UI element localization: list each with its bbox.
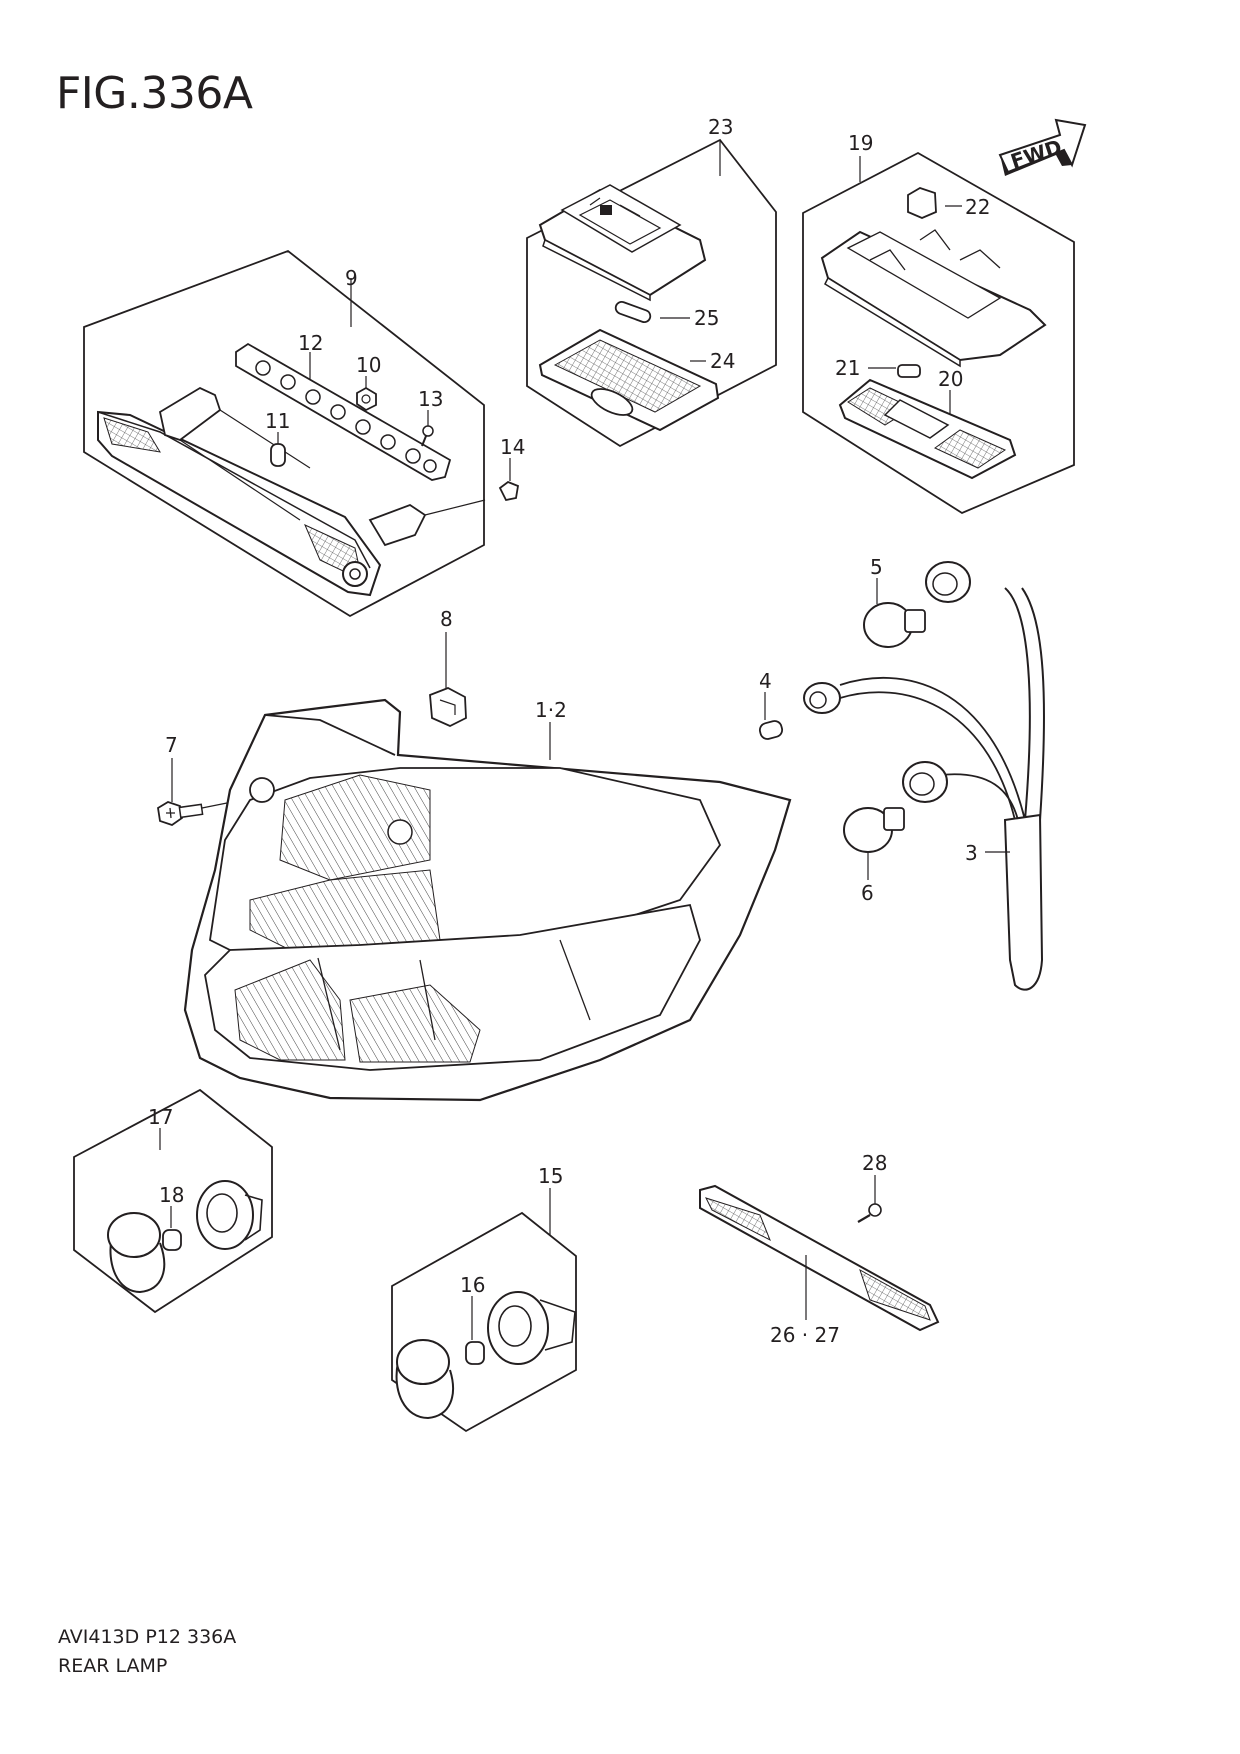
callout-6: 6 [861, 881, 874, 905]
callout-26-27: 26 · 27 [770, 1323, 840, 1347]
callout-labels: 1·2 3 4 5 6 7 8 9 10 11 12 13 14 15 16 1… [148, 115, 990, 1347]
callout-21: 21 [835, 356, 860, 380]
callout-15: 15 [538, 1164, 563, 1188]
callout-18: 18 [159, 1183, 184, 1207]
callout-16: 16 [460, 1273, 485, 1297]
group-9-high-mount-lamp [83, 249, 486, 618]
callout-24: 24 [710, 349, 735, 373]
callout-8: 8 [440, 607, 453, 631]
callout-25: 25 [694, 306, 719, 330]
callout-3: 3 [965, 841, 978, 865]
callout-9: 9 [345, 266, 358, 290]
callout-5: 5 [870, 555, 883, 579]
clip-8 [429, 632, 467, 727]
rear-combination-lamp [183, 698, 792, 1102]
callout-23: 23 [708, 115, 733, 139]
side-reflector-26-27 [699, 1175, 940, 1332]
callout-1-2: 1·2 [535, 698, 567, 722]
callout-22: 22 [965, 195, 990, 219]
callout-19: 19 [848, 131, 873, 155]
callout-12: 12 [298, 331, 323, 355]
clip-14 [498, 458, 520, 502]
group-23-room-lamp [526, 138, 777, 448]
group-15-lamp-socket [391, 1188, 577, 1433]
callout-20: 20 [938, 367, 963, 391]
fwd-arrow-icon: FWD [998, 118, 1087, 176]
callout-7: 7 [165, 733, 178, 757]
callout-4: 4 [759, 669, 772, 693]
footer-code: AVI413D P12 336A [58, 1626, 237, 1648]
callout-10: 10 [356, 353, 381, 377]
callout-11: 11 [265, 409, 290, 433]
footer-name: REAR LAMP [58, 1655, 168, 1677]
figure-title: FIG.336A [56, 68, 253, 119]
socket-harness-3 [758, 561, 1046, 991]
callout-17: 17 [148, 1105, 173, 1129]
callout-14: 14 [500, 435, 525, 459]
callout-28: 28 [862, 1151, 887, 1175]
group-19-map-lamp [802, 151, 1075, 515]
group-17-license-lamp [73, 1088, 273, 1314]
callout-13: 13 [418, 387, 443, 411]
fwd-label: FWD [1008, 135, 1065, 174]
